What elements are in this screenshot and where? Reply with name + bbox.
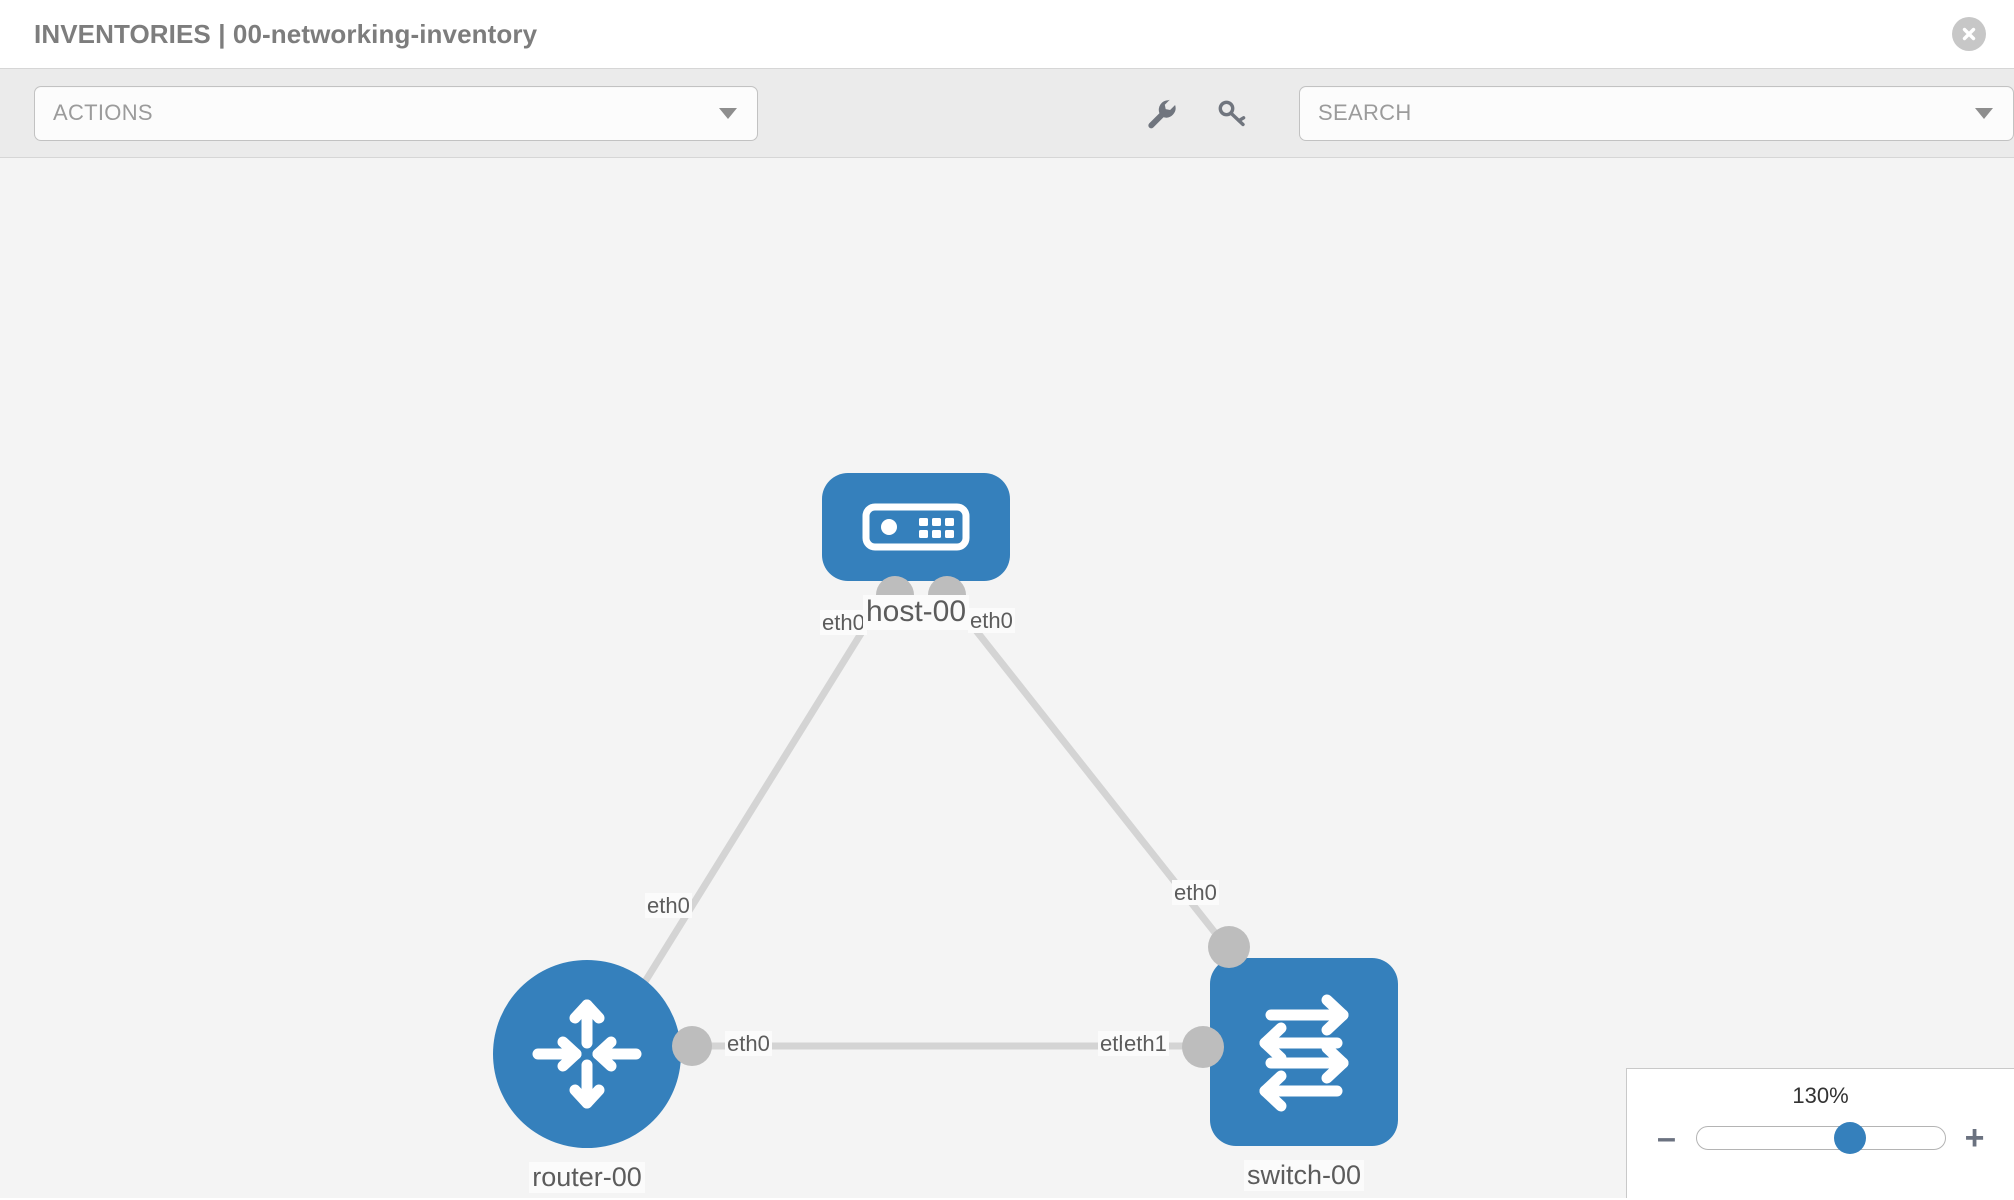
iface-label-switch00-up: eth0 [1172,880,1219,906]
zoom-in-button[interactable]: + [1964,1119,1985,1157]
iface-label-host00-right: eth0 [968,608,1015,634]
switch-00-shape[interactable] [1210,958,1398,1146]
switch-00-label: switch-00 [1243,1160,1365,1192]
zoom-slider[interactable] [1695,1122,1946,1154]
switch-arrows-icon [1259,994,1349,1112]
iface-label-host00-left: eth0 [820,610,867,636]
topology-edges [622,587,1238,1050]
iface-label-router00-up: eth0 [645,893,692,919]
port-switch00-left[interactable] [1182,1026,1224,1068]
router-arrows-icon [532,999,642,1109]
toolbar: ACTIONS SEARCH [0,68,2014,158]
chevron-down-icon [719,107,738,119]
host-00-shape[interactable] [822,473,1010,581]
node-router-00[interactable]: router-00 [493,960,681,1194]
key-icon[interactable] [1213,94,1251,132]
actions-dropdown[interactable]: ACTIONS [34,85,759,141]
port-router00-right[interactable] [672,1026,712,1066]
toolbar-icon-group [1141,94,1251,132]
chevron-down-icon [1975,107,1993,119]
router-00-shape[interactable] [493,960,681,1148]
edge-host00-router00 [622,588,891,1016]
search-input[interactable]: SEARCH [1318,100,1412,125]
node-switch-00[interactable]: switch-00 [1210,958,1398,1192]
node-host-00[interactable]: host-00 [822,473,1010,630]
zoom-out-button[interactable]: – [1657,1119,1676,1157]
search-field[interactable]: SEARCH [1299,85,2014,141]
port-switch00-top[interactable] [1208,926,1250,968]
router-00-label: router-00 [529,1162,645,1194]
host-00-label: host-00 [862,595,970,630]
topology-canvas[interactable]: host-00 rout [0,158,2014,1198]
wrench-icon[interactable] [1141,94,1179,132]
zoom-slider-row: – + [1627,1121,2014,1155]
close-icon[interactable] [1952,17,1986,51]
actions-dropdown-label: ACTIONS [53,100,153,125]
zoom-control-panel: 130% – + [1626,1068,2014,1198]
zoom-slider-thumb[interactable] [1834,1122,1867,1154]
server-icon [862,503,970,551]
iface-label-switch00-left-b: eth1 [1122,1031,1169,1057]
iface-label-router00-right: eth0 [725,1031,772,1057]
page-title: INVENTORIES | 00-networking-inventory [34,18,538,49]
page-header: INVENTORIES | 00-networking-inventory [0,0,2014,68]
zoom-level-value: 130% [1792,1083,1849,1108]
